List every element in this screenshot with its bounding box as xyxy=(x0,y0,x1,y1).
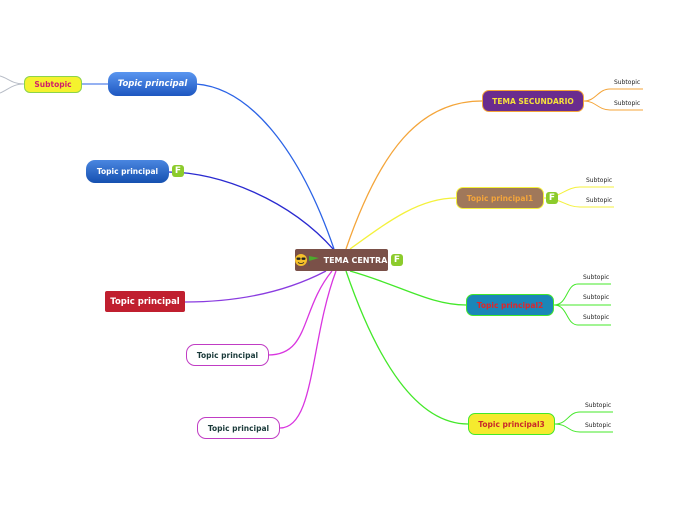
central-note-icon[interactable]: F xyxy=(391,254,403,266)
sub-connectors-1 xyxy=(583,88,643,111)
left-topic-4[interactable]: Topic principal xyxy=(186,344,269,366)
right-topic-2-note-icon[interactable]: F xyxy=(546,192,558,204)
branch-left-sub-offscreen xyxy=(0,75,25,94)
sub-connectors-4 xyxy=(554,411,613,433)
left-topic-3[interactable]: Topic principal xyxy=(105,291,185,312)
left-topic-5[interactable]: Topic principal xyxy=(197,417,280,439)
right-topic-2-label: Topic principal1 xyxy=(466,193,534,203)
branch-right-4 xyxy=(345,270,469,425)
branch-left-5 xyxy=(279,270,337,429)
right-topic-4-subtopic-1[interactable]: Subtopic xyxy=(585,402,612,409)
left-topic-3-label: Topic principal xyxy=(110,296,180,307)
branch-left-3 xyxy=(184,270,327,303)
right-topic-4-label: Topic principal3 xyxy=(478,419,545,429)
branch-left-1 xyxy=(195,83,335,250)
right-topic-3[interactable]: Topic principal2 xyxy=(466,294,554,316)
central-topic-label: TEMA CENTRAL xyxy=(323,255,393,265)
left-topic-1-label: Topic principal xyxy=(117,79,188,89)
left-topic-5-label: Topic principal xyxy=(207,423,270,433)
right-topic-3-label: Topic principal2 xyxy=(476,300,544,310)
left-subtopic-label: Subtopic xyxy=(34,80,72,89)
right-topic-4-subtopic-2[interactable]: Subtopic xyxy=(585,422,612,429)
branch-left-4 xyxy=(267,270,333,356)
sunglasses-flag-icon xyxy=(294,253,320,267)
right-topic-1-label: TEMA SECUNDARIO xyxy=(492,96,574,106)
branch-right-2 xyxy=(349,197,457,250)
right-topic-2-subtopic-2[interactable]: Subtopic xyxy=(586,197,613,204)
central-topic[interactable]: TEMA CENTRAL xyxy=(294,249,392,271)
right-topic-2-subtopic-1[interactable]: Subtopic xyxy=(586,177,613,184)
branch-right-3 xyxy=(349,270,467,306)
left-subtopic[interactable]: Subtopic xyxy=(24,76,82,93)
right-topic-4[interactable]: Topic principal3 xyxy=(468,413,555,435)
right-topic-1-subtopic-1[interactable]: Subtopic xyxy=(614,79,641,86)
left-topic-1[interactable]: Topic principal xyxy=(108,72,197,96)
left-topic-4-label: Topic principal xyxy=(196,350,259,360)
right-topic-2[interactable]: Topic principal1 xyxy=(456,187,544,209)
branch-right-1 xyxy=(345,100,483,250)
right-topic-1-subtopic-2[interactable]: Subtopic xyxy=(614,100,641,107)
left-topic-2-note-icon[interactable]: F xyxy=(172,165,184,177)
left-topic-2-label: Topic principal xyxy=(96,167,159,176)
sub-connectors-3 xyxy=(553,283,611,326)
branch-left-2 xyxy=(167,171,335,251)
left-topic-2[interactable]: Topic principal xyxy=(86,160,169,183)
right-topic-3-subtopic-2[interactable]: Subtopic xyxy=(583,294,610,301)
right-topic-3-subtopic-1[interactable]: Subtopic xyxy=(583,274,610,281)
right-topic-1[interactable]: TEMA SECUNDARIO xyxy=(482,90,584,112)
right-topic-3-subtopic-3[interactable]: Subtopic xyxy=(583,314,610,321)
